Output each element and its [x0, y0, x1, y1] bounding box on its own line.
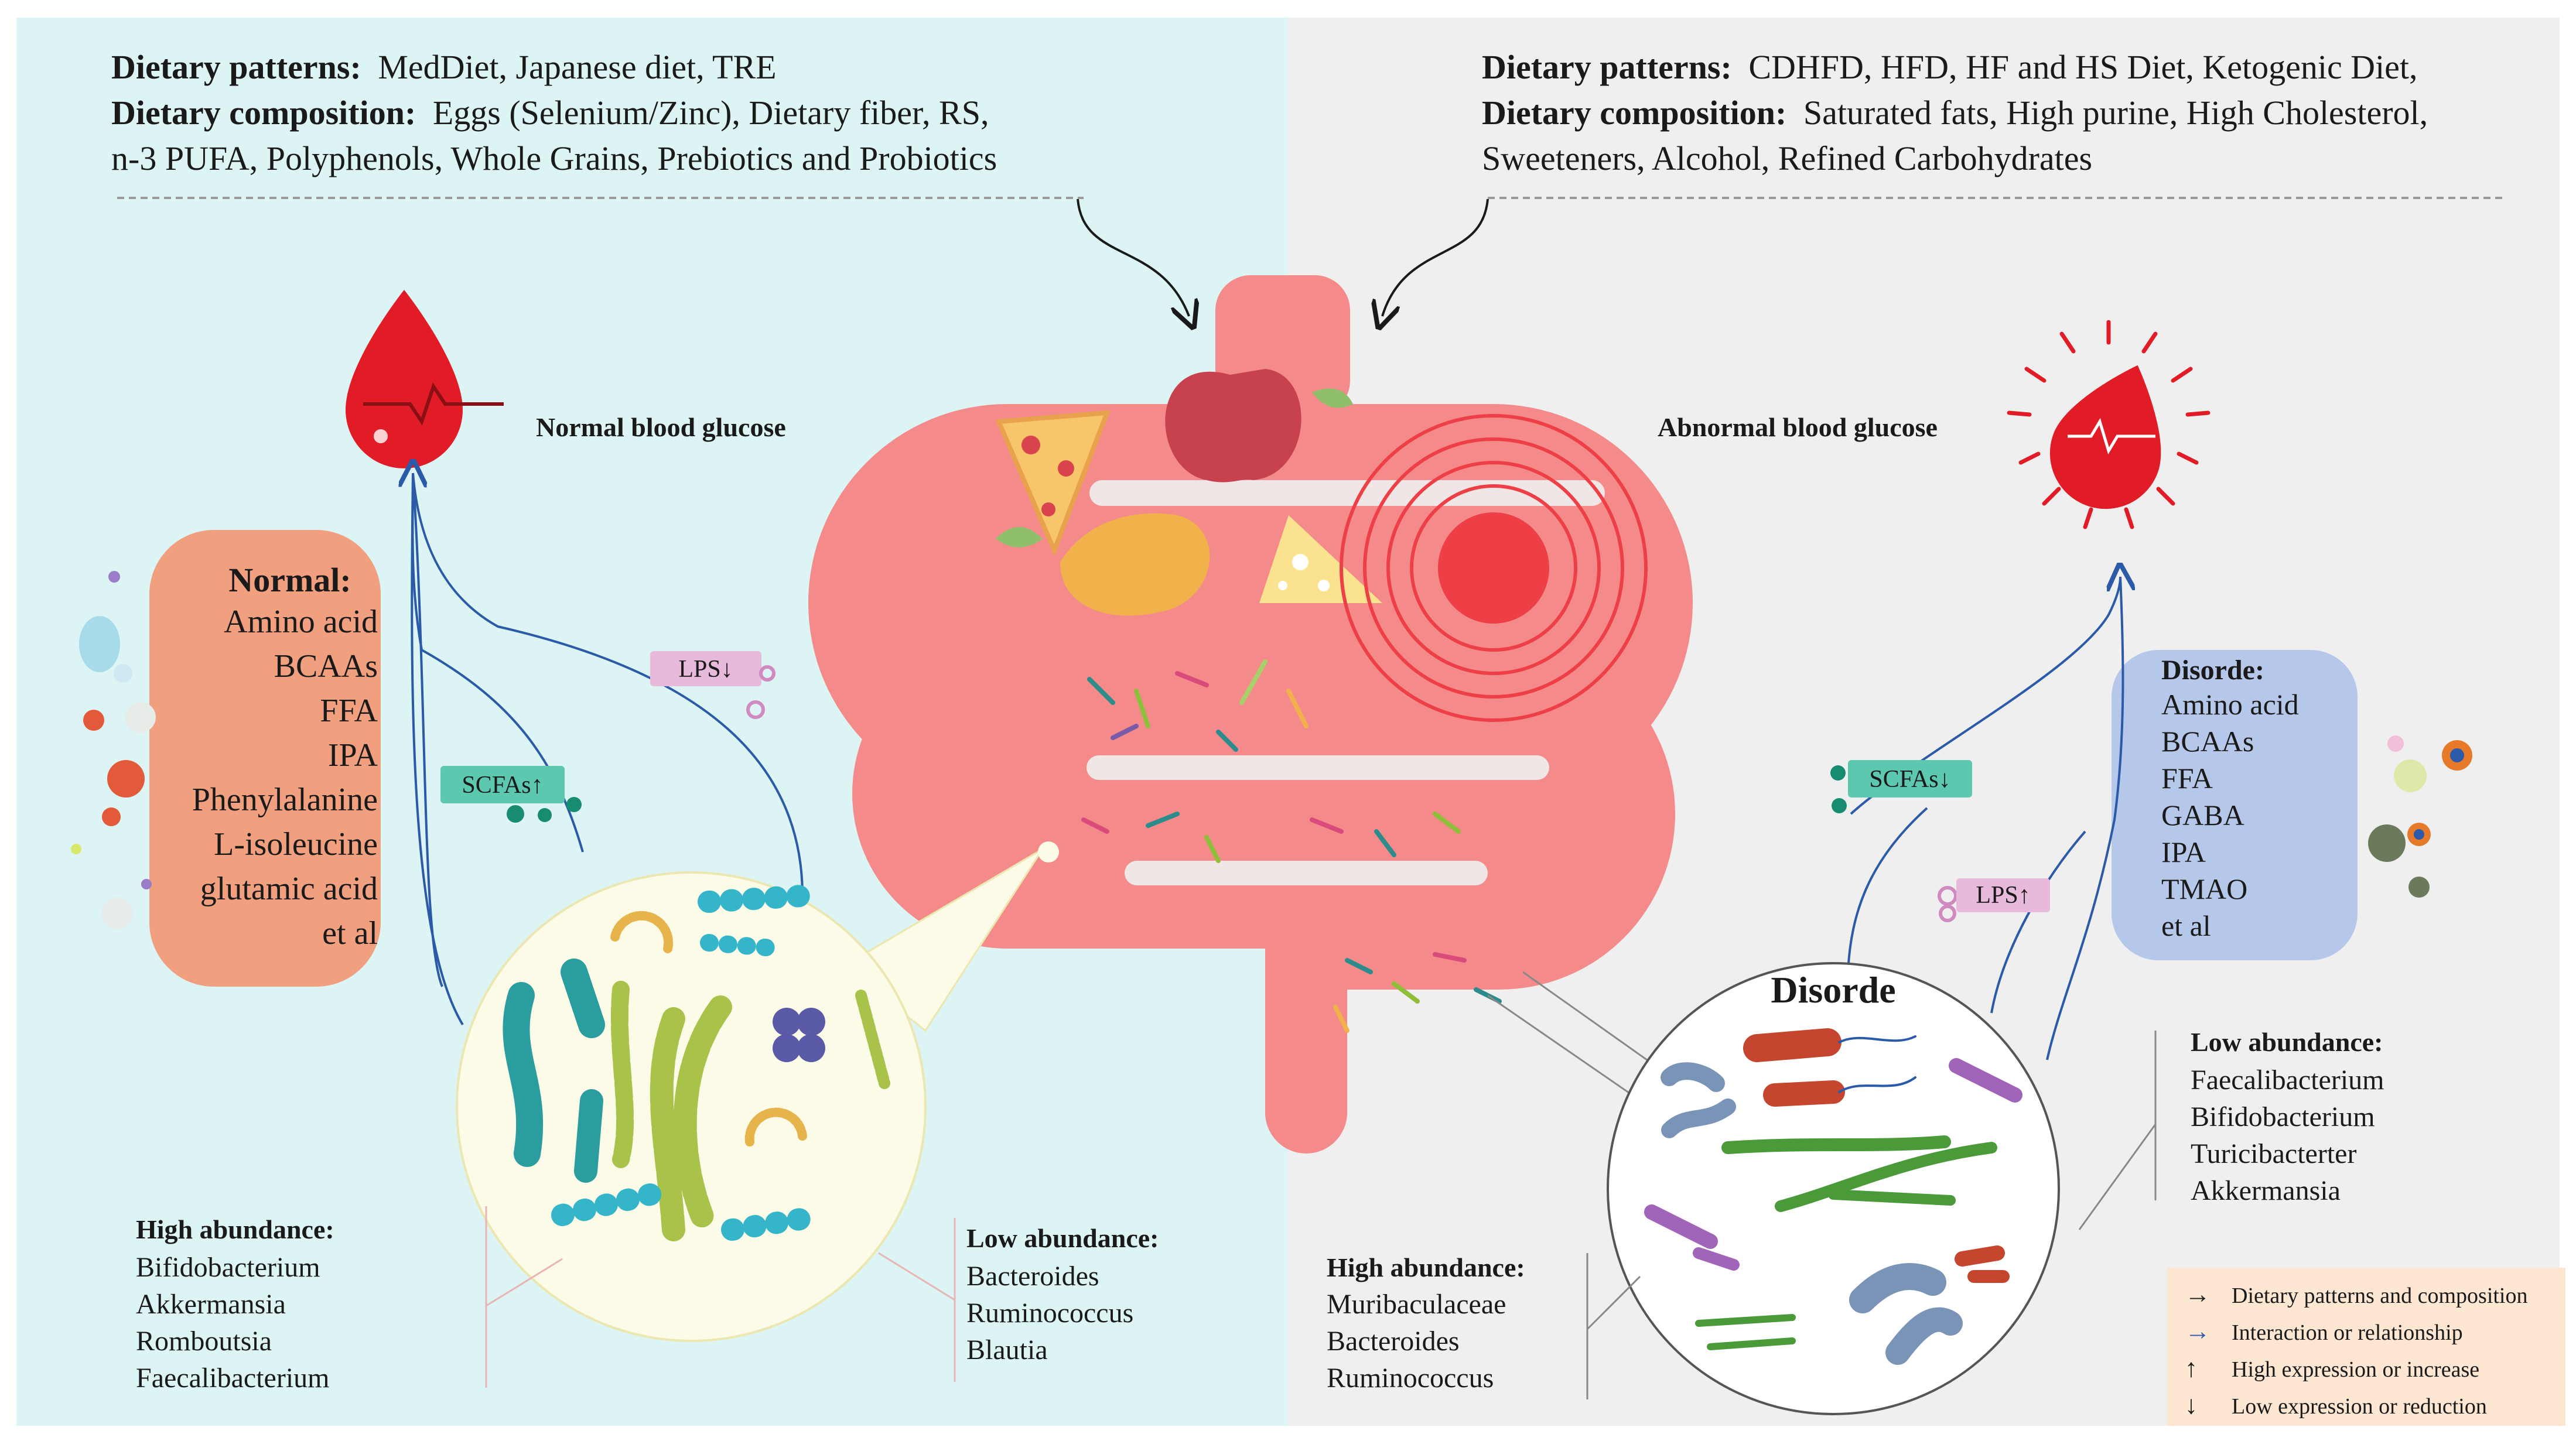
disorder-metabolite-item: et al — [2161, 909, 2211, 942]
right-patterns-text: CDHFD, HFD, HF and HS Diet, Ketogenic Di… — [1748, 48, 2417, 86]
right-composition-label: Dietary composition: — [1482, 94, 1786, 132]
left-metabolite-dots — [71, 571, 156, 929]
normal-metabolites-box — [149, 530, 381, 987]
disorder-metabolite-item: FFA — [2161, 762, 2213, 795]
left-high-abundance-list: BifidobacteriumAkkermansiaRomboutsiaFaec… — [136, 1252, 330, 1394]
normal-metabolite-item: IPA — [328, 737, 378, 774]
left-low-pointer — [878, 1252, 955, 1301]
disorder-circle-title: Disorde — [1771, 969, 1895, 1011]
right-composition-line: Dietary composition: Saturated fats, Hig… — [1482, 94, 2428, 132]
legend-label: Interaction or relationship — [2232, 1320, 2463, 1345]
left-high-pointer — [486, 1258, 563, 1307]
left-relation-lines — [412, 473, 804, 1026]
disorder-metabolite-item: Amino acid — [2161, 688, 2299, 721]
left-high-abundance-title: High abundance: — [136, 1214, 334, 1244]
left-high-abundance-item: Bifidobacterium — [136, 1252, 320, 1283]
left-low-abundance-title: Low abundance: — [966, 1223, 1159, 1253]
right-high-abundance-item: Muribaculaceae — [1327, 1289, 1506, 1320]
legend-symbol: → — [2185, 1317, 2211, 1346]
cheese-icon — [1259, 515, 1382, 603]
abnormal-blood-drop-icon — [2007, 320, 2211, 529]
scfa-increase-badge: SCFAs↑ — [440, 766, 582, 823]
right-low-abundance-item: Bifidobacterium — [2191, 1101, 2375, 1132]
inflammation-rings — [1340, 414, 1648, 722]
normal-metabolite-item: BCAAs — [274, 648, 378, 685]
normal-blood-glucose-label: Normal blood glucose — [536, 412, 786, 442]
left-low-abundance-item: Blautia — [966, 1334, 1048, 1365]
normal-blood-drop-icon — [346, 290, 504, 468]
left-composition-label: Dietary composition: — [111, 94, 416, 132]
right-patterns-label: Dietary patterns: — [1482, 48, 1732, 86]
lps-increase-badge: LPS↑ — [1938, 878, 2050, 922]
disorder-metabolite-item: GABA — [2161, 799, 2244, 831]
lps-decrease-label: LPS↓ — [678, 656, 733, 683]
legend-label: High expression or increase — [2232, 1357, 2479, 1382]
disorder-microbiome-circle: Disorde — [1487, 962, 2060, 1415]
legend-symbol: ↑ — [2185, 1354, 2198, 1382]
apple-icon — [1165, 369, 1301, 482]
legend-label: Low expression or reduction — [2232, 1394, 2487, 1419]
normal-metabolite-item: Phenylalanine — [192, 782, 378, 818]
right-patterns-line: Dietary patterns: CDHFD, HFD, HF and HS … — [1482, 48, 2418, 86]
disorder-metabolite-item: BCAAs — [2161, 725, 2254, 758]
disorder-metabolites-title: Disorde: — [2161, 655, 2264, 686]
disorder-metabolite-item: IPA — [2161, 836, 2206, 868]
right-metabolite-dots — [2368, 735, 2472, 898]
normal-metabolite-item: Amino acid — [224, 604, 378, 640]
right-low-abundance-item: Turicibacterter — [2191, 1138, 2356, 1169]
left-high-abundance-item: Romboutsia — [136, 1326, 272, 1357]
left-diet-arrow — [1077, 198, 1189, 316]
right-high-pointer — [1586, 1275, 1641, 1330]
right-low-abundance-list: FaecalibacteriumBifidobacteriumTuricibac… — [2191, 1065, 2384, 1206]
normal-metabolite-item: glutamic acid — [200, 871, 378, 907]
intestine-illustration — [808, 275, 1693, 1154]
disorder-metabolites-box — [2112, 650, 2358, 960]
right-high-abundance-item: Bacteroides — [1327, 1326, 1460, 1357]
normal-metabolite-item: et al — [322, 915, 378, 952]
scfa-increase-label: SCFAs↑ — [462, 772, 543, 799]
healthy-microbiome-circle — [456, 841, 1059, 1342]
left-patterns-line: Dietary patterns: MedDiet, Japanese diet… — [111, 48, 777, 86]
legend-symbol: ↓ — [2185, 1391, 2198, 1419]
right-composition-text-1: Saturated fats, High purine, High Choles… — [1803, 94, 2428, 132]
scfa-decrease-badge: SCFAs↓ — [1830, 760, 1972, 813]
right-diet-arrow — [1382, 198, 1489, 316]
left-low-abundance-item: Bacteroides — [966, 1261, 1099, 1292]
lps-increase-label: LPS↑ — [1976, 882, 2030, 909]
left-low-abundance-item: Ruminococcus — [966, 1298, 1133, 1329]
left-composition-text-1: Eggs (Selenium/Zinc), Dietary fiber, RS, — [433, 94, 989, 132]
pear-icon — [1060, 513, 1210, 616]
legend-label: Dietary patterns and composition — [2232, 1284, 2528, 1308]
right-high-abundance-title: High abundance: — [1327, 1252, 1525, 1282]
right-low-abundance-item: Faecalibacterium — [2191, 1065, 2384, 1096]
normal-metabolites-title: Normal: — [228, 561, 351, 599]
legend-items: → Dietary patterns and composition → Intera… — [2185, 1280, 2528, 1419]
left-composition-text-2: n-3 PUFA, Polyphenols, Whole Grains, Pre… — [111, 139, 997, 177]
left-patterns-label: Dietary patterns: — [111, 48, 361, 86]
left-composition-line: Dietary composition: Eggs (Selenium/Zinc… — [111, 94, 989, 132]
normal-metabolite-item: FFA — [320, 693, 378, 729]
right-composition-text-2: Sweeteners, Alcohol, Refined Carbohydrat… — [1482, 139, 2092, 177]
left-patterns-text: MedDiet, Japanese diet, TRE — [378, 48, 776, 86]
right-low-abundance-title: Low abundance: — [2191, 1027, 2383, 1057]
legend-box — [2167, 1268, 2565, 1426]
right-low-pointer — [2078, 1124, 2157, 1230]
lps-decrease-badge: LPS↓ — [650, 651, 775, 719]
right-low-abundance-item: Akkermansia — [2191, 1175, 2341, 1206]
right-high-abundance-item: Ruminococcus — [1327, 1363, 1494, 1394]
normal-metabolite-item: L-isoleucine — [214, 826, 378, 863]
gut-bacteria-scatter — [1081, 659, 1502, 1033]
disorder-metabolite-item: TMAO — [2161, 872, 2247, 905]
legend-symbol: → — [2185, 1280, 2211, 1309]
scfa-decrease-label: SCFAs↓ — [1869, 766, 1950, 793]
abnormal-blood-glucose-label: Abnormal blood glucose — [1658, 412, 1938, 442]
left-high-abundance-item: Akkermansia — [136, 1289, 286, 1320]
left-high-abundance-item: Faecalibacterium — [136, 1363, 330, 1394]
